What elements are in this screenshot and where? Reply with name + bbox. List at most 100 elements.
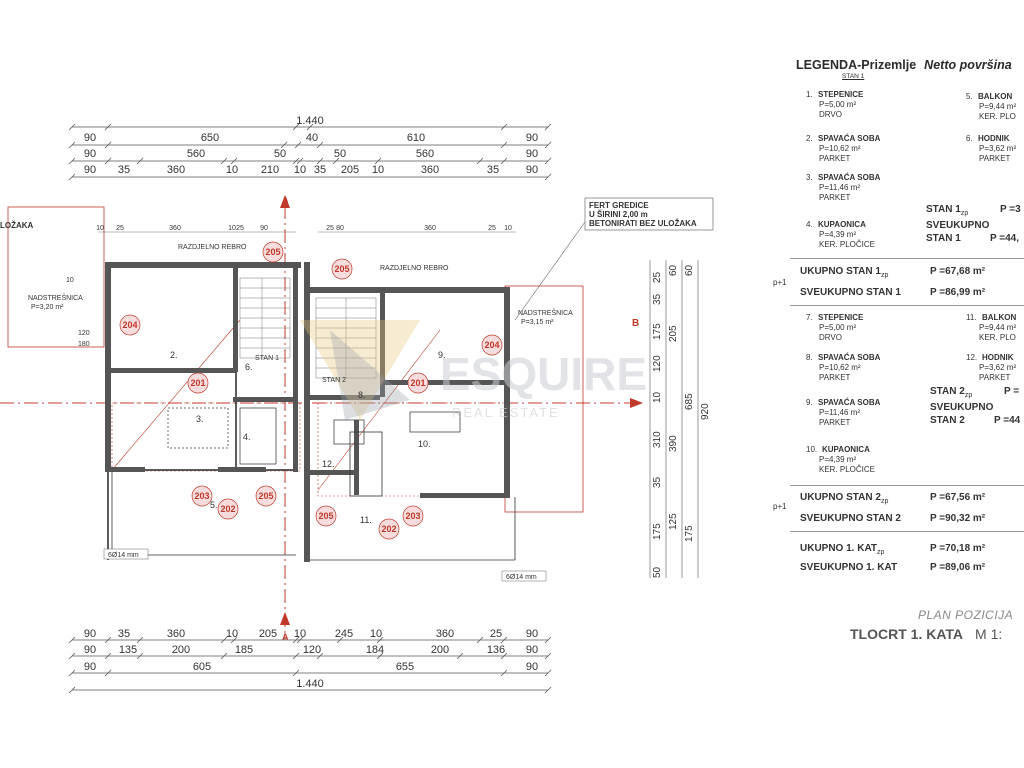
ukupno-stan1-value: P =67,68 m²	[930, 266, 986, 277]
svg-text:135: 135	[119, 644, 137, 656]
section-b: B	[632, 318, 639, 329]
ulozaka-label: LOŽAKA	[0, 221, 34, 230]
svg-text:175: 175	[652, 323, 663, 340]
svg-text:10: 10	[96, 225, 104, 232]
dimension-ticks	[68, 123, 552, 694]
svg-text:175: 175	[652, 523, 663, 540]
svg-text:205: 205	[318, 511, 333, 521]
dim-label: 10	[226, 164, 238, 176]
razdjelno-right: RAZDJELNO REBRO	[380, 265, 449, 272]
dim-label: 35	[487, 164, 499, 176]
stan1-label: STAN 1	[255, 355, 279, 362]
sveukupno-stan2-value: P =90,32 m²	[930, 513, 986, 524]
svg-text:360: 360	[424, 225, 436, 232]
dim-label: 10	[372, 164, 384, 176]
svg-text:120: 120	[652, 355, 663, 372]
svg-text:BETONIRATI BEZ ULOŽAKA: BETONIRATI BEZ ULOŽAKA	[589, 219, 697, 228]
razdjelno-left: RAZDJELNO REBRO	[178, 244, 247, 251]
svg-text:25: 25	[488, 225, 496, 232]
dim-label: 560	[187, 148, 205, 160]
right-dimension-labels: 25 35 175 120 10 310 35 175 50 60 205 39…	[652, 264, 711, 578]
svg-text:360: 360	[167, 628, 185, 640]
svg-text:136: 136	[487, 644, 505, 656]
svg-text:25: 25	[490, 628, 502, 640]
dim-label: 10	[294, 164, 306, 176]
interior-top-dims: 10 25 360 10 25 90 80 25 360 25 10	[96, 225, 516, 233]
svg-text:200: 200	[172, 644, 190, 656]
nadstresnica-right-area: P=3,15 m²	[521, 319, 554, 326]
svg-text:360: 360	[169, 225, 181, 232]
svg-text:203: 203	[194, 491, 209, 501]
watermark: ESQUIRE REAL ESTATE	[300, 320, 647, 420]
dim-label: 360	[167, 164, 185, 176]
svg-text:35: 35	[652, 476, 663, 488]
section-a-bottom: A	[282, 632, 289, 642]
plan-pozicija: PLAN POZICIJA	[918, 608, 1014, 622]
dim-label: 40	[306, 132, 318, 144]
svg-text:9.: 9.	[438, 350, 446, 360]
svg-text:5.: 5.	[210, 500, 218, 510]
svg-text:202: 202	[381, 524, 396, 534]
svg-text:205: 205	[668, 325, 679, 342]
svg-text:201: 201	[410, 378, 425, 388]
svg-text:6Ø14 mm: 6Ø14 mm	[108, 552, 139, 559]
svg-text:2.: 2.	[170, 350, 178, 360]
svg-text:60: 60	[684, 264, 695, 276]
sveukupno-stan1-value: P =86,99 m²	[930, 287, 986, 298]
dim-label: 90	[84, 148, 96, 160]
stan2-label: STAN 2	[322, 377, 346, 384]
sveukupno-stan1-label: SVEUKUPNO STAN 1	[800, 287, 901, 298]
stan2-sv-label: STAN 2	[930, 415, 965, 426]
svg-text:245: 245	[335, 628, 353, 640]
sveukupno-label: SVEUKUPNO	[926, 220, 990, 231]
dim-overall-top: 1.440	[296, 115, 324, 127]
legend-stan-label: STAN 1	[842, 73, 865, 80]
svg-text:3.: 3.	[196, 414, 204, 424]
sveukupno-kat-value: P =89,06 m²	[930, 562, 986, 573]
dim-label: 90	[84, 132, 96, 144]
svg-text:10: 10	[652, 391, 663, 403]
room-numbers: 2. 3. 4. 5. 6. 8. 9. 10. 11. 12.	[170, 350, 446, 525]
svg-text:80: 80	[336, 225, 344, 232]
watermark-text: ESQUIRE	[440, 348, 647, 400]
left-small-dim: 180	[78, 341, 90, 348]
stan1-zp-label: STAN 1zp	[926, 204, 969, 217]
wall-fill-left	[105, 262, 301, 472]
sveukupno-label: SVEUKUPNO	[930, 402, 994, 413]
svg-text:10.: 10.	[418, 439, 431, 449]
dim-label: 50	[334, 148, 346, 160]
svg-text:6.: 6.	[245, 362, 253, 372]
stan2-sv-value: P =44	[994, 415, 1021, 426]
stan1-sv-label: STAN 1	[926, 233, 961, 244]
sveukupno-stan2-label: SVEUKUPNO STAN 2	[800, 513, 901, 524]
nadstresnica-left: NADSTREŠNICA	[28, 293, 83, 302]
dim-label: 360	[421, 164, 439, 176]
svg-text:90: 90	[260, 225, 268, 232]
ukupno-kat-label: UKUPNO 1. KATzp	[800, 543, 885, 556]
svg-text:655: 655	[396, 661, 414, 673]
bottom-dimension-lines	[72, 639, 548, 691]
legend-separator	[790, 258, 1024, 259]
dim-label: 210	[261, 164, 279, 176]
svg-text:90: 90	[526, 661, 538, 673]
svg-text:10: 10	[294, 628, 306, 640]
svg-text:90: 90	[526, 628, 538, 640]
right-dimension-lines	[649, 260, 699, 578]
svg-text:10: 10	[504, 225, 512, 232]
svg-text:U ŠIRINI 2,00 m: U ŠIRINI 2,00 m	[589, 210, 648, 219]
wall-fill-right	[304, 262, 510, 562]
dim-label: 650	[201, 132, 219, 144]
svg-text:50: 50	[652, 566, 663, 578]
svg-text:360: 360	[436, 628, 454, 640]
interior-boxes	[167, 407, 461, 465]
svg-text:175: 175	[684, 525, 695, 542]
svg-text:11.: 11.	[360, 515, 372, 525]
svg-text:185: 185	[235, 644, 253, 656]
